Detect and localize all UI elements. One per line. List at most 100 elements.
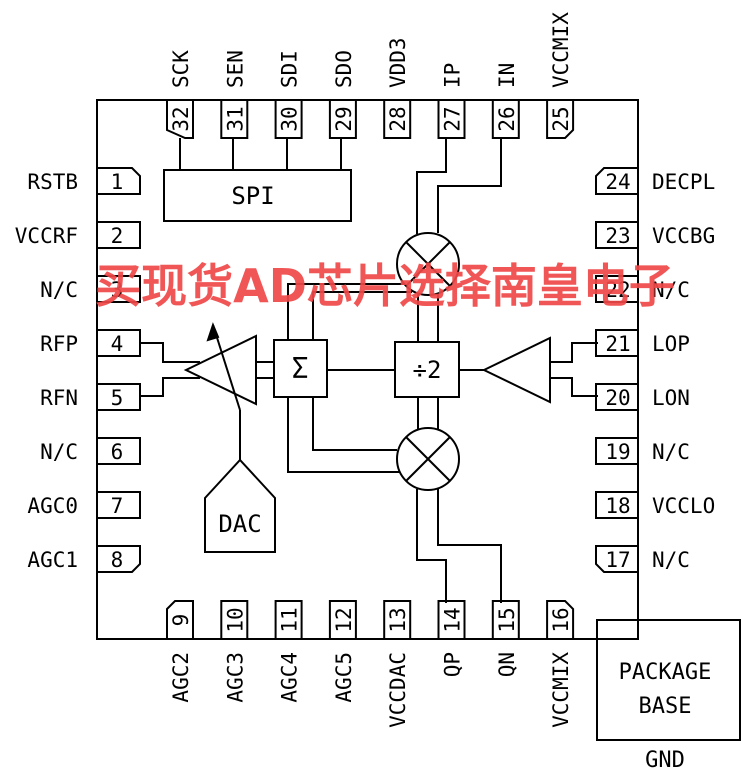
pin-name: N/C (652, 548, 690, 572)
pin-pad (274, 600, 303, 640)
agc-arrow-head (206, 322, 220, 342)
pin-pad (437, 600, 466, 640)
pin-top-29: 29 SDO (328, 50, 357, 139)
pin-left-4: 4 RFP (40, 329, 141, 357)
pin-pad (328, 600, 357, 640)
spi-label: SPI (231, 182, 274, 210)
pin-name: VCCRF (15, 224, 78, 248)
pin-number: 6 (111, 440, 124, 464)
signal-wires (287, 138, 502, 603)
pin-left-7: 7 AGC0 (27, 491, 141, 519)
pin-pad (437, 99, 466, 139)
pin-right-17: 17 N/C (595, 545, 690, 573)
q-mixer (396, 427, 460, 491)
pin-right-23: 23 VCCBG (595, 221, 715, 249)
pin-number: 4 (111, 332, 124, 356)
pin-number: 29 (332, 106, 356, 131)
rf-input-lines (140, 342, 274, 397)
pin-pad (595, 329, 639, 357)
pin-number: 23 (605, 224, 630, 248)
pin-number: 31 (223, 106, 247, 131)
pin-right-24: 24 DECPL (595, 167, 715, 195)
pin-pad (546, 99, 575, 139)
spi-block (163, 169, 352, 222)
pins-top-group: 32SCK31SEN30SDI29SDO28VDD327IP26IN25VCCM… (166, 12, 575, 139)
pin-name: IP (441, 63, 465, 88)
pin-name: DECPL (652, 170, 715, 194)
pin-pad (595, 491, 639, 519)
pin-name: RSTB (27, 170, 78, 194)
pin-number: 17 (605, 548, 630, 572)
pin-number: 14 (441, 607, 465, 632)
pin-pad (328, 99, 357, 139)
pin-number: 11 (278, 607, 302, 632)
pin-name: LON (652, 386, 690, 410)
dac-block (204, 458, 276, 553)
pin-pad (383, 600, 412, 640)
pin-pad (166, 600, 194, 640)
pin-pad (274, 99, 303, 139)
pin-name: N/C (652, 278, 690, 302)
pin-name: N/C (40, 440, 78, 464)
pin-name: IN (495, 63, 519, 88)
pins-bottom-group: 9AGC210AGC311AGC412AGC513VCCDAC14QP15QN1… (166, 600, 575, 728)
pin-name: LOP (652, 332, 690, 356)
pin-name: AGC0 (27, 494, 78, 518)
pin-number: 5 (111, 386, 124, 410)
pin-pad (166, 99, 194, 139)
pin-pad (220, 99, 249, 139)
sum-label: Σ (292, 352, 309, 385)
pin-number: 24 (605, 170, 630, 194)
pin-pad (491, 600, 520, 640)
pin-left-3: 3N/C (40, 275, 141, 303)
i-mixer (396, 232, 460, 296)
pin-pad (96, 491, 141, 519)
pin-name: AGC5 (332, 652, 356, 703)
pin-name: RFP (40, 332, 78, 356)
package-label-2: BASE (639, 694, 692, 719)
pin-name: AGC2 (169, 652, 193, 703)
lo-amplifier (481, 336, 551, 404)
spi-bus-lines (179, 138, 342, 170)
pin-number: 3 (111, 278, 124, 302)
pin-name: VCCBG (652, 224, 715, 248)
pin-name: N/C (652, 440, 690, 464)
watermark-text: 买现货AD芯片选择南皇电子 (95, 259, 675, 313)
pin-pad (595, 167, 639, 195)
pin-pad (220, 600, 249, 640)
package-base-outline (596, 619, 741, 741)
pin-number: 18 (605, 494, 630, 518)
pin-name: VCCDAC (386, 652, 410, 728)
pin-pad (96, 275, 141, 303)
pin-number: 7 (111, 494, 124, 518)
pin-name: VCCMIX (549, 652, 573, 728)
pin-name: QN (495, 652, 519, 677)
rf-amplifier (183, 334, 257, 406)
pin-number: 30 (278, 106, 302, 131)
pin-name: SDO (332, 50, 356, 88)
pin-pad (96, 221, 141, 249)
pin-pad (595, 437, 639, 465)
pin-pad (491, 99, 520, 139)
lo-input-lines (327, 342, 598, 397)
pin-number: 28 (386, 106, 410, 131)
